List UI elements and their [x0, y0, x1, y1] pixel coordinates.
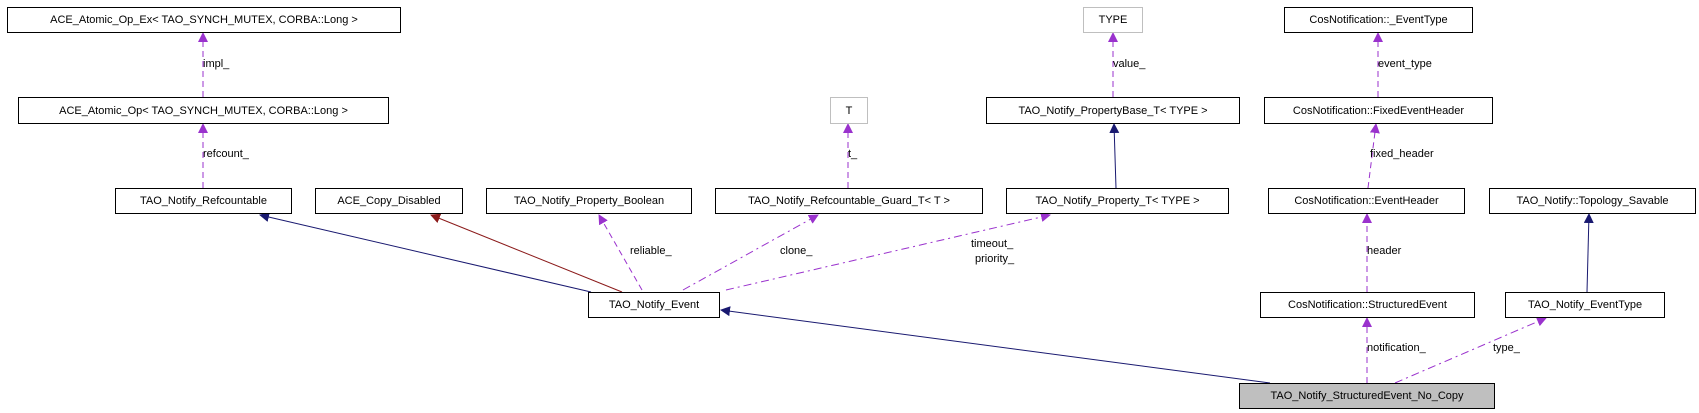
edge-clone — [682, 214, 819, 291]
node-refcountable-guard[interactable]: TAO_Notify_Refcountable_Guard_T< T > — [715, 188, 983, 214]
label-fixed-header: fixed_header — [1370, 148, 1434, 160]
label-impl: impl_ — [203, 58, 230, 70]
label-t: t_ — [848, 148, 858, 160]
node-cos-event-type[interactable]: CosNotification::_EventType — [1284, 7, 1473, 33]
edge-reliable — [598, 214, 643, 291]
node-fixed-event-header[interactable]: CosNotification::FixedEventHeader — [1264, 97, 1493, 124]
label-type: type_ — [1493, 342, 1520, 354]
node-atomic-op-ex[interactable]: ACE_Atomic_Op_Ex< TAO_SYNCH_MUTEX, CORBA… — [7, 7, 401, 33]
edge-inherit-copy-disabled — [430, 213, 623, 293]
label-refcount: refcount_ — [203, 148, 249, 160]
node-t: T — [830, 97, 868, 124]
label-notification: notification_ — [1367, 342, 1426, 354]
label-timeout: timeout_ — [971, 238, 1014, 250]
edge-fixed-header — [1367, 123, 1380, 189]
edge-inherit-refcountable — [259, 212, 592, 293]
label-clone: clone_ — [780, 245, 813, 257]
node-structured-event-no-copy: TAO_Notify_StructuredEvent_No_Copy — [1239, 383, 1495, 409]
node-atomic-op[interactable]: ACE_Atomic_Op< TAO_SYNCH_MUTEX, CORBA::L… — [18, 97, 389, 124]
node-property-base[interactable]: TAO_Notify_PropertyBase_T< TYPE > — [986, 97, 1240, 124]
edge-inherit-notify-event — [720, 306, 1271, 384]
node-structured-event[interactable]: CosNotification::StructuredEvent — [1260, 292, 1475, 318]
node-refcountable[interactable]: TAO_Notify_Refcountable — [115, 188, 292, 214]
edge-timeout-priority — [725, 212, 1051, 291]
edge-inherit-topology-savable — [1583, 213, 1594, 293]
node-notify-event-type[interactable]: TAO_Notify_EventType — [1505, 292, 1665, 318]
node-copy-disabled[interactable]: ACE_Copy_Disabled — [315, 188, 463, 214]
node-event-header[interactable]: CosNotification::EventHeader — [1268, 188, 1465, 214]
node-notify-event[interactable]: TAO_Notify_Event — [588, 292, 720, 318]
label-priority: priority_ — [975, 253, 1015, 265]
node-property-t[interactable]: TAO_Notify_Property_T< TYPE > — [1006, 188, 1229, 214]
node-property-boolean[interactable]: TAO_Notify_Property_Boolean — [486, 188, 692, 214]
node-type: TYPE — [1083, 7, 1143, 33]
label-header: header — [1367, 245, 1402, 257]
node-topology-savable[interactable]: TAO_Notify::Topology_Savable — [1489, 188, 1696, 214]
label-value: value_ — [1113, 58, 1146, 70]
label-event-type: event_type — [1378, 58, 1432, 70]
edge-inherit-property-base — [1109, 123, 1120, 189]
label-reliable: reliable_ — [630, 245, 672, 257]
